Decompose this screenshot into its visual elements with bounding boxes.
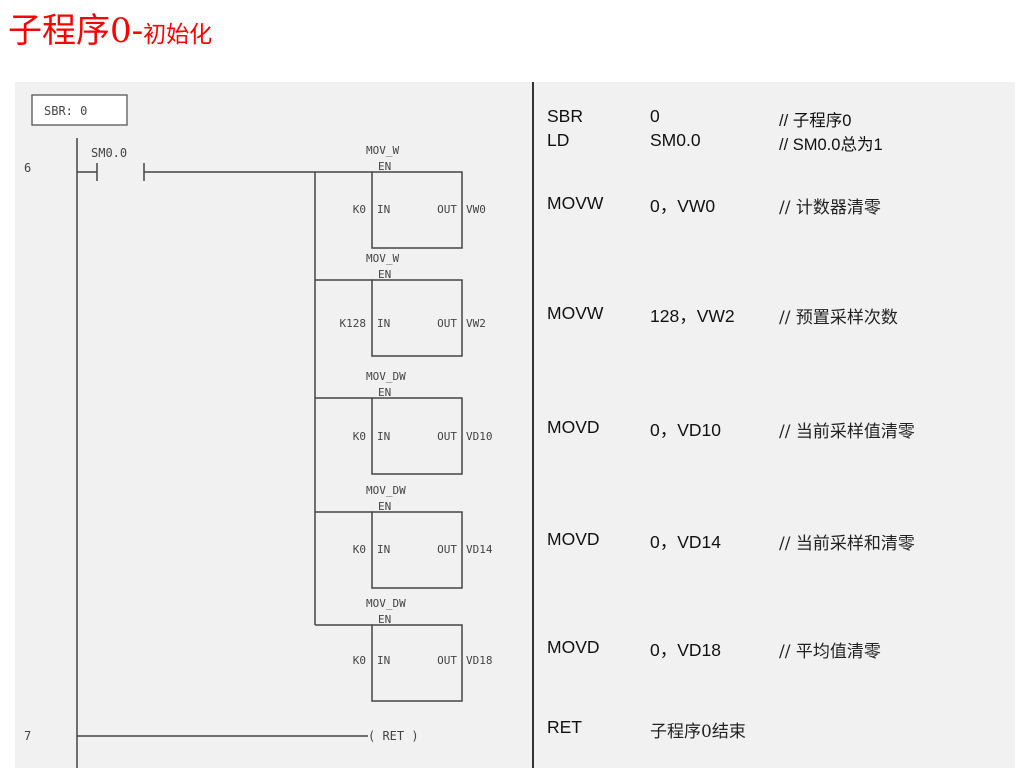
block-input: K0 [353,203,366,216]
block-in-label: IN [377,543,390,556]
network-number-6: 6 [24,161,31,175]
sbr-label: SBR: 0 [44,104,87,118]
ret-coil: ( RET ) [368,729,419,743]
stl-op: MOVD [547,417,600,437]
block-name: MOV_DW [366,597,406,610]
stl-op: MOVW [547,303,604,323]
mov-block: MOV_W EN IN OUT K0 VW0 [353,144,486,249]
block-input: K0 [353,543,366,556]
block-out-label: OUT [437,317,457,330]
block-out-label: OUT [437,543,457,556]
sm0-contact [77,163,372,181]
mov-block: MOV_DW EN IN OUT K0 VD14 [315,484,493,589]
sbr-box [31,94,128,126]
block-name: MOV_W [366,252,399,265]
block-input: K0 [353,430,366,443]
block-en: EN [378,268,391,281]
stl-comment: // 计数器清零 [779,198,881,218]
block-in-label: IN [377,203,390,216]
stl-arg: 0，VD10 [650,420,722,440]
block-output: VW0 [466,203,486,216]
stl-comment: // 预置采样次数 [779,308,898,328]
page-title: 子程序0-初始化 [8,14,212,48]
block-output: VD18 [466,654,493,667]
block-out-label: OUT [437,654,457,667]
block-input: K128 [340,317,367,330]
stl-op: RET [547,717,582,737]
stl-arg: 0，VD14 [650,532,722,552]
stl-arg: 128，VW2 [650,306,735,326]
block-en: EN [378,386,391,399]
stl-arg: 子程序0结束 [650,722,746,742]
network-number-7: 7 [24,729,31,743]
contact-label: SM0.0 [91,146,127,160]
block-en: EN [378,160,391,173]
stl-arg: SM0.0 [650,130,701,150]
stl-op: MOVD [547,529,600,549]
stl-arg: 0，VD18 [650,640,722,660]
stl-op: SBR [547,106,583,126]
stl-arg: 0 [650,106,660,126]
block-output: VD10 [466,430,493,443]
block-in-label: IN [377,654,390,667]
block-en: EN [378,500,391,513]
stl-comment: // SM0.0总为1 [779,136,883,154]
block-en: EN [378,613,391,626]
title-main: 子程序0- [8,11,144,51]
stl-arg: 0，VW0 [650,196,716,216]
block-out-label: OUT [437,203,457,216]
block-name: MOV_W [366,144,399,157]
mov-block: MOV_W EN IN OUT K128 VW2 [315,252,486,357]
stl-comment: // 当前采样和清零 [779,534,915,554]
stl-comment: // 子程序0 [779,112,852,130]
block-out-label: OUT [437,430,457,443]
block-name: MOV_DW [366,484,406,497]
block-in-label: IN [377,317,390,330]
program-panel [15,82,1015,768]
block-output: VW2 [466,317,486,330]
block-name: MOV_DW [366,370,406,383]
stl-op: LD [547,130,570,150]
stl-op: MOVW [547,193,604,213]
stl-op: MOVD [547,637,600,657]
mov-block: MOV_DW EN IN OUT K0 VD10 [315,370,493,475]
stl-comment: // 当前采样值清零 [779,422,915,442]
title-sub: 初始化 [143,22,213,48]
mov-block: MOV_DW EN IN OUT K0 VD18 [315,597,493,702]
stl-comment: // 平均值清零 [779,642,881,662]
panel-divider [532,82,534,768]
block-in-label: IN [377,430,390,443]
block-output: VD14 [466,543,493,556]
block-input: K0 [353,654,366,667]
ladder-diagram: SBR: 0 6 7 SM0.0 MOV_W EN IN OUT K0 VW0 … [24,94,493,768]
